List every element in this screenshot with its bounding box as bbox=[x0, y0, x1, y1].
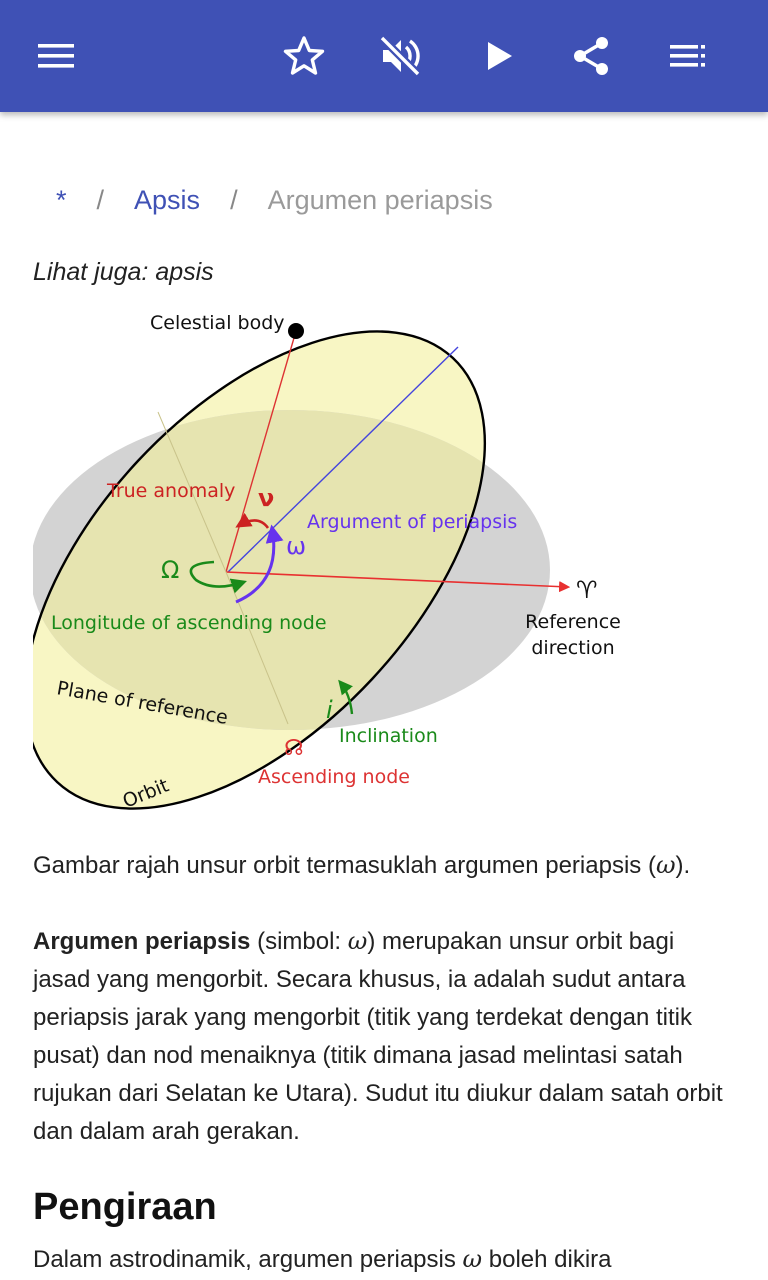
play-button[interactable] bbox=[470, 28, 526, 84]
bold-term: Argumen periapsis bbox=[33, 928, 251, 955]
celestial-body-marker bbox=[288, 323, 304, 339]
menu-icon bbox=[38, 44, 74, 68]
favorite-button[interactable] bbox=[276, 28, 332, 84]
article-paragraph-2: Dalam astrodinamik, argumen periapsis ω … bbox=[33, 1240, 753, 1279]
argument-of-periapsis-label: Argument of periapsis bbox=[307, 511, 517, 533]
omega-symbol: ω bbox=[655, 851, 676, 879]
paragraph-text: Dalam astrodinamik, argumen periapsis bbox=[33, 1246, 463, 1273]
omega-small-symbol: ω bbox=[286, 532, 306, 560]
aries-symbol: ♈ bbox=[576, 576, 598, 604]
caption-end: ). bbox=[675, 852, 691, 879]
section-heading: Pengiraan bbox=[33, 1186, 217, 1228]
share-icon bbox=[574, 37, 608, 75]
paragraph-text: ) merupakan unsur orbit bagi jasad yang … bbox=[33, 928, 723, 1145]
omega-big-symbol: Ω bbox=[161, 556, 179, 584]
ascending-node-symbol: ☊ bbox=[284, 736, 304, 761]
volume-off-icon bbox=[379, 35, 421, 77]
paragraph-text: boleh dikira bbox=[482, 1246, 612, 1273]
reference-direction-arrow bbox=[225, 571, 571, 593]
celestial-body-label: Celestial body bbox=[150, 312, 285, 334]
breadcrumb-home-link[interactable]: * bbox=[56, 184, 67, 215]
breadcrumb: * / Apsis / Argumen periapsis bbox=[56, 180, 493, 220]
see-also-note[interactable]: Lihat juga: apsis bbox=[33, 258, 214, 286]
share-button[interactable] bbox=[564, 28, 620, 84]
figure-caption: Gambar rajah unsur orbit termasuklah arg… bbox=[33, 846, 738, 885]
reference-direction-label: direction bbox=[531, 637, 614, 659]
app-bar bbox=[0, 0, 768, 112]
caption-text: Gambar rajah unsur orbit termasuklah arg… bbox=[33, 852, 656, 879]
nu-symbol: ν bbox=[258, 484, 274, 512]
longitude-ascending-node-label: Longitude of ascending node bbox=[51, 612, 327, 634]
playlist-button[interactable] bbox=[660, 28, 716, 84]
breadcrumb-current: Argumen periapsis bbox=[267, 184, 493, 215]
orbit-outline bbox=[33, 330, 487, 810]
breadcrumb-separator: / bbox=[230, 184, 238, 215]
star-icon bbox=[283, 36, 325, 75]
inclination-label: Inclination bbox=[339, 725, 438, 747]
breadcrumb-parent-link[interactable]: Apsis bbox=[134, 184, 201, 215]
mute-button[interactable] bbox=[372, 28, 428, 84]
omega-symbol: ω bbox=[347, 927, 368, 955]
ascending-node-label: Ascending node bbox=[258, 766, 410, 788]
radius-vector bbox=[225, 330, 297, 573]
menu-button[interactable] bbox=[28, 28, 84, 84]
true-anomaly-label: True anomaly bbox=[106, 480, 235, 502]
article-paragraph: Argumen periapsis (simbol: ω) merupakan … bbox=[33, 922, 738, 1151]
omega-symbol: ω bbox=[462, 1245, 483, 1273]
inclination-symbol: i bbox=[326, 696, 333, 724]
reference-direction-label: Reference bbox=[525, 611, 621, 633]
orbital-elements-figure[interactable]: Celestial body True anomaly ν Argument o… bbox=[0, 300, 768, 840]
paragraph-text: (simbol: bbox=[250, 928, 348, 955]
breadcrumb-separator: / bbox=[96, 184, 105, 215]
playlist-icon bbox=[670, 45, 705, 67]
play-icon bbox=[488, 42, 512, 70]
